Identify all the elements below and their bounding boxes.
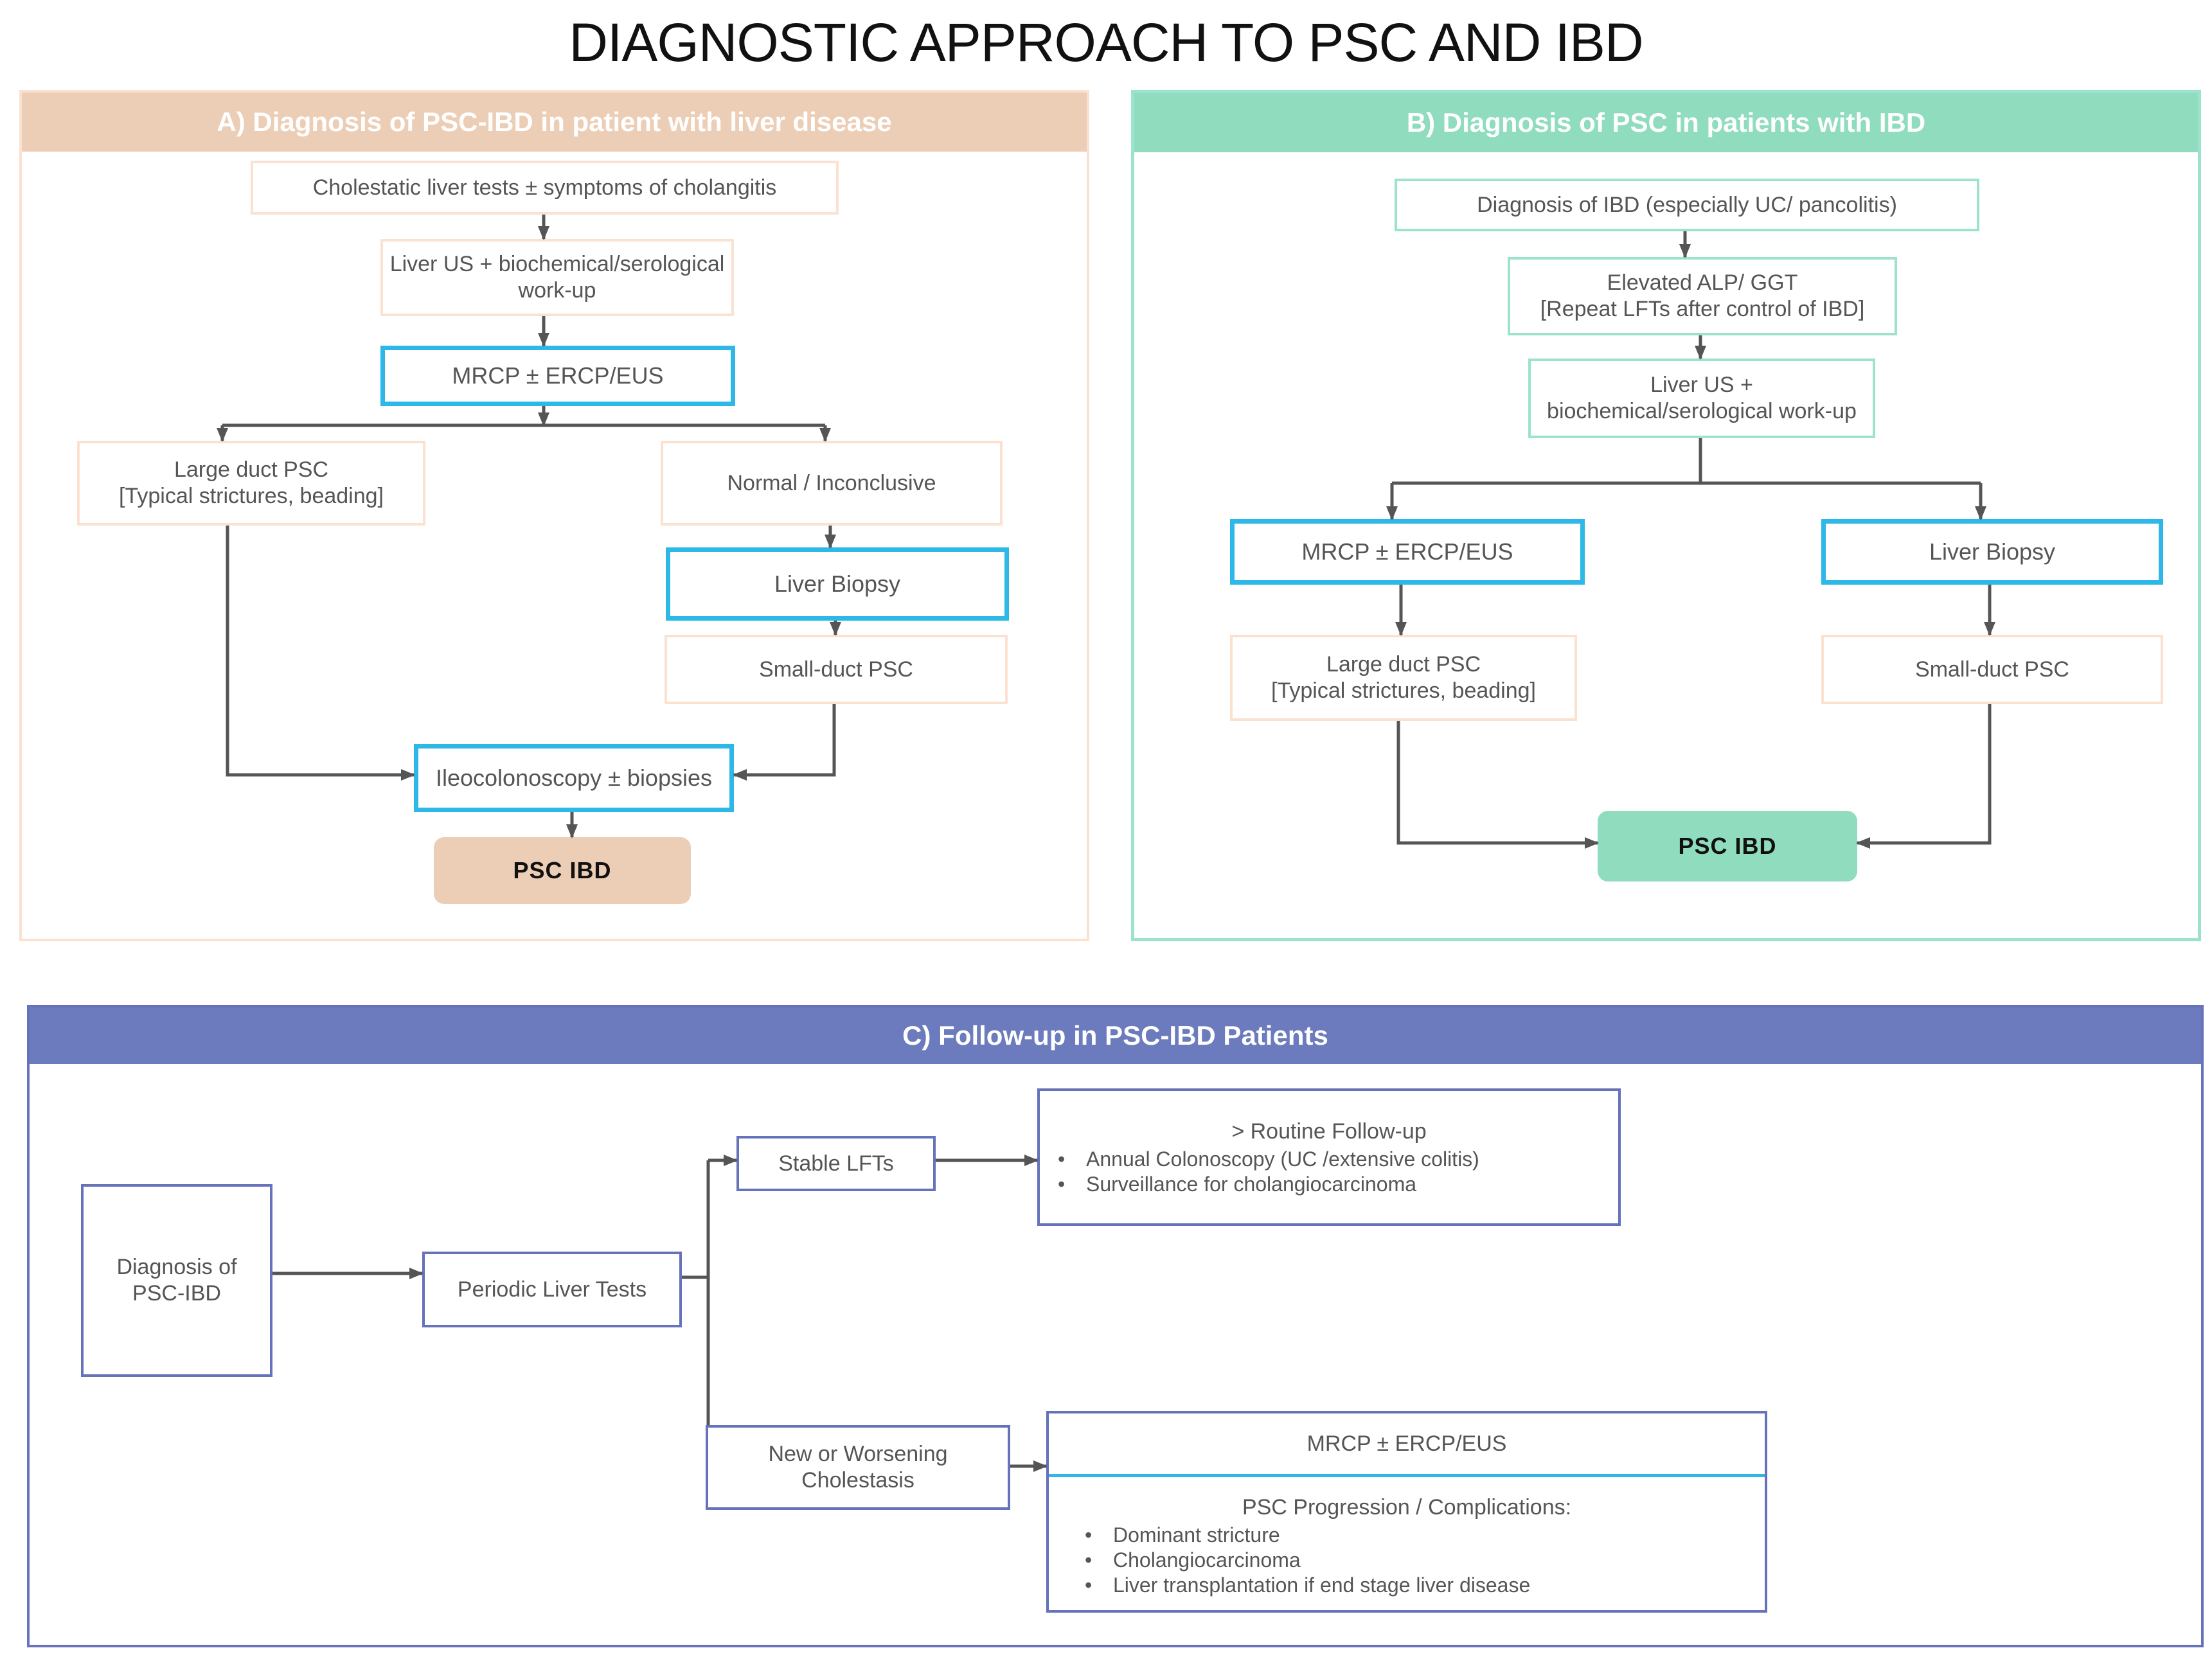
ileocolonoscopy-box: Ileocolonoscopy ± biopsies <box>414 744 734 812</box>
list-item: Annual Colonoscopy (UC /extensive coliti… <box>1058 1147 1618 1172</box>
list-item: Cholangiocarcinoma <box>1085 1548 1765 1573</box>
progression-list: Dominant stricture Cholangiocarcinoma Li… <box>1049 1523 1765 1598</box>
panel-b-header: B) Diagnosis of PSC in patients with IBD <box>1134 93 2198 152</box>
panel-b: B) Diagnosis of PSC in patients with IBD <box>1131 90 2201 941</box>
ibd-diagnosis-box: Diagnosis of IBD (especially UC/ pancoli… <box>1395 179 1979 231</box>
progression-title: PSC Progression / Complications: <box>1242 1495 1572 1520</box>
page-title: DIAGNOSTIC APPROACH TO PSC AND IBD <box>569 12 1643 73</box>
new-worsening-cholestasis-box: New or Worsening Cholestasis <box>706 1425 1010 1510</box>
small-duct-psc-box: Small-duct PSC <box>664 635 1008 704</box>
panel-c-header: C) Follow-up in PSC-IBD Patients <box>30 1007 2201 1064</box>
mrcp-box-b: MRCP ± ERCP/EUS <box>1230 519 1585 585</box>
routine-follow-up-title: > Routine Follow-up <box>1231 1119 1427 1144</box>
routine-follow-up-list: Annual Colonoscopy (UC /extensive coliti… <box>1040 1147 1618 1197</box>
large-duct-psc-box: Large duct PSC [Typical strictures, bead… <box>77 441 425 526</box>
liver-biopsy-box: Liver Biopsy <box>666 547 1009 621</box>
cholestatic-tests-box: Cholestatic liver tests ± symptoms of ch… <box>251 161 839 215</box>
list-item: Surveillance for cholangiocarcinoma <box>1058 1172 1618 1197</box>
normal-inconclusive-box: Normal / Inconclusive <box>661 441 1003 526</box>
progression-mrcp-label: MRCP ± ERCP/EUS <box>1049 1413 1765 1477</box>
list-item: Dominant stricture <box>1085 1523 1765 1548</box>
panel-c: C) Follow-up in PSC-IBD Patients <box>27 1005 2204 1647</box>
liver-biopsy-box-b: Liver Biopsy <box>1821 519 2163 585</box>
routine-follow-up-box: > Routine Follow-up Annual Colonoscopy (… <box>1037 1088 1621 1226</box>
mrcp-box: MRCP ± ERCP/EUS <box>380 346 735 406</box>
liver-us-box-b: Liver US + biochemical/serological work-… <box>1528 359 1875 438</box>
panel-a: A) Diagnosis of PSC-IBD in patient with … <box>19 90 1089 941</box>
psc-ibd-result-a: PSC IBD <box>434 837 691 904</box>
list-item: Liver transplantation if end stage liver… <box>1085 1573 1765 1598</box>
liver-us-box: Liver US + biochemical/serological work-… <box>380 239 734 316</box>
periodic-liver-tests-box: Periodic Liver Tests <box>422 1252 682 1327</box>
elevated-alp-box: Elevated ALP/ GGT [Repeat LFTs after con… <box>1508 257 1897 335</box>
panel-a-header: A) Diagnosis of PSC-IBD in patient with … <box>22 93 1087 152</box>
stable-lfts-box: Stable LFTs <box>736 1136 936 1191</box>
large-duct-psc-box-b: Large duct PSC [Typical strictures, bead… <box>1230 635 1577 721</box>
small-duct-psc-box-b: Small-duct PSC <box>1821 635 2163 704</box>
diagnosis-psc-ibd-box: Diagnosis of PSC-IBD <box>81 1184 272 1377</box>
psc-ibd-result-b: PSC IBD <box>1598 811 1857 882</box>
psc-progression-box: MRCP ± ERCP/EUS PSC Progression / Compli… <box>1046 1411 1767 1613</box>
